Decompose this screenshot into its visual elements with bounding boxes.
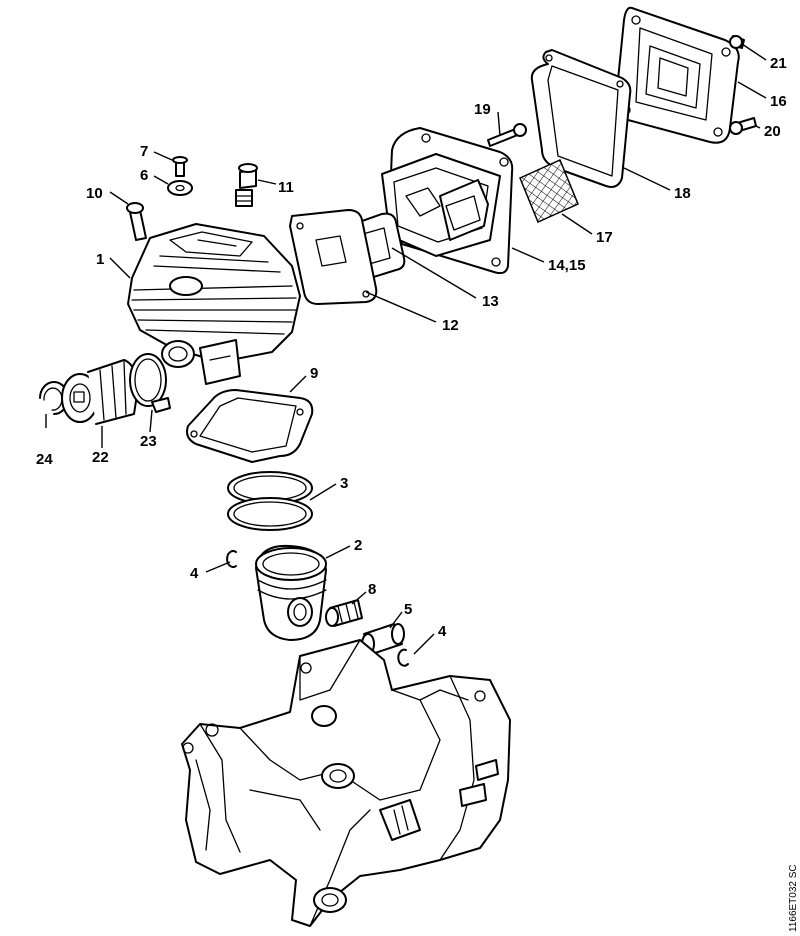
callout-12: 12 (442, 317, 459, 334)
drawing-code: 1166ET032 SC (788, 864, 799, 932)
callout-21: 21 (770, 55, 787, 72)
muffler-14-15 (381, 127, 514, 275)
callout-17: 17 (596, 229, 613, 246)
hose-clamp-23 (129, 353, 171, 413)
callout-10: 10 (86, 185, 103, 202)
callout-23: 23 (140, 433, 157, 450)
crankcase (181, 639, 511, 927)
screw-10 (126, 202, 147, 241)
callout-11: 11 (278, 179, 294, 196)
intake-stub (161, 340, 195, 368)
piston-rings-3 (227, 471, 313, 531)
stud-7 (172, 156, 188, 177)
cylinder-gasket-9 (186, 389, 314, 463)
gasket-18 (530, 49, 632, 188)
callout-6: 6 (140, 167, 148, 184)
piston-2 (255, 544, 327, 641)
intake-manifold-22 (61, 359, 139, 425)
gasket-12 (289, 209, 378, 305)
callout-4a: 4 (190, 565, 199, 582)
callout-3: 3 (340, 475, 348, 492)
callout-14-15: 14,15 (548, 257, 586, 274)
cylinder-1 (127, 223, 301, 385)
needle-bearing-8 (325, 599, 363, 627)
leader-lines (45, 43, 767, 655)
screw-20 (729, 117, 757, 135)
decompression-valve-11 (235, 163, 258, 207)
callouts: 1 7 6 10 11 12 13 14,15 17 18 19 20 16 2… (36, 55, 787, 640)
callout-1: 1 (96, 251, 104, 268)
callout-2: 2 (354, 537, 362, 554)
spark-arrester-screen-17 (519, 158, 579, 224)
callout-13: 13 (482, 293, 499, 310)
callout-16: 16 (770, 93, 787, 110)
washer-6 (167, 180, 193, 196)
callout-5: 5 (404, 601, 412, 618)
callout-7: 7 (140, 143, 148, 160)
screw-21 (729, 35, 745, 49)
muffler-cover-16 (614, 6, 740, 144)
piston-pin-clip-4a (226, 550, 237, 568)
callout-22: 22 (92, 449, 109, 466)
callout-4b: 4 (438, 623, 447, 640)
callout-18: 18 (674, 185, 691, 202)
callout-19: 19 (474, 101, 491, 118)
callout-8: 8 (368, 581, 376, 598)
callout-20: 20 (764, 123, 781, 140)
callout-9: 9 (310, 365, 318, 382)
screw-19 (487, 123, 527, 147)
callout-24: 24 (36, 451, 53, 468)
piston-pin-clip-4b (397, 648, 409, 667)
